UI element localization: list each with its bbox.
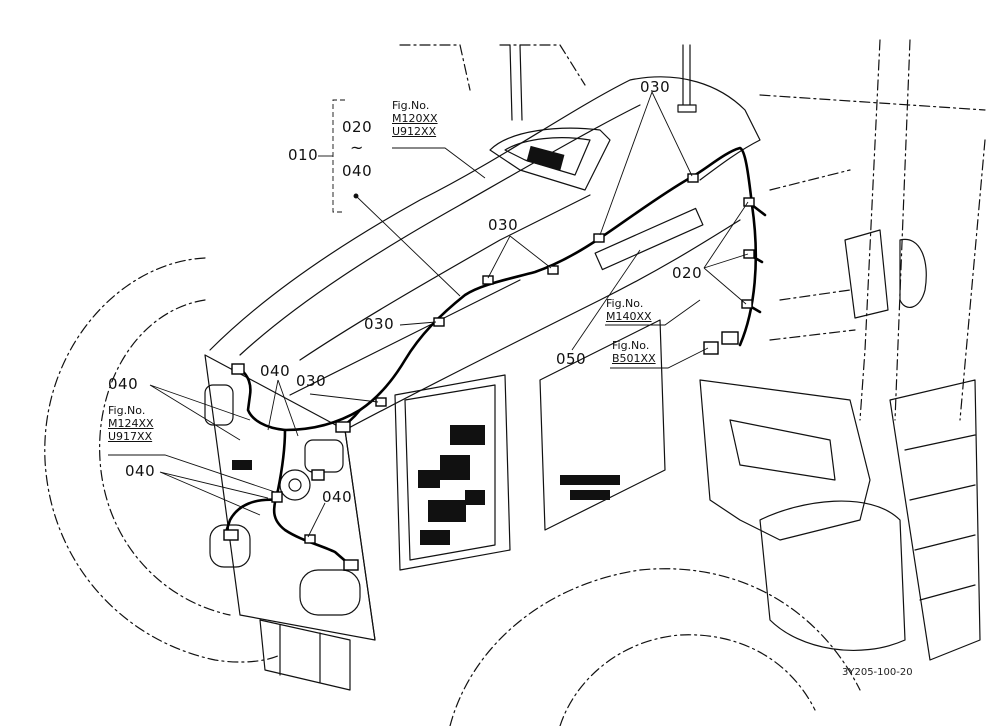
upper-headlight-right: [304, 439, 344, 473]
hood-top-edge: [239, 104, 641, 356]
part-050-label: 050: [556, 350, 587, 368]
connector-end-right-2: [703, 341, 719, 355]
wiring-harness-branch-1: [272, 428, 352, 567]
horn: [279, 469, 311, 501]
front-tire-outline: [44, 257, 281, 663]
fig-ref-left-label: Fig.No.: [108, 404, 146, 417]
part-030-low-label: 030: [296, 372, 327, 390]
connector-center: [271, 491, 283, 503]
connector-headlight-l: [231, 363, 245, 375]
leader-040-left: [149, 384, 251, 441]
hood-contour-1: [299, 194, 591, 361]
leader-040-low: [159, 471, 269, 516]
front-weight: [259, 619, 351, 691]
leader-030-low: [309, 393, 379, 403]
leader-040-mid: [267, 379, 299, 437]
hood-scoop-inner: [504, 137, 591, 176]
fig-ref-right2: Fig.No. B501XX: [612, 339, 656, 365]
range-start-label: 020: [342, 118, 373, 136]
part-030-top-label: 030: [640, 78, 671, 96]
leader-040-bottom: [307, 502, 326, 538]
lower-headlight-left: [209, 524, 251, 568]
leader-fig-right1: [605, 299, 701, 326]
side-panel-frame: [394, 374, 511, 571]
air-intake: [509, 44, 523, 121]
leader-030-top: [599, 91, 693, 236]
connector-right-3: [741, 299, 753, 309]
vent-plate: [594, 207, 704, 271]
cab-outline: [399, 39, 986, 421]
side-grille-pattern: [232, 145, 620, 545]
part-020-label: 020: [672, 264, 703, 282]
part-040-low-label: 040: [125, 462, 156, 480]
connector-top-rear: [687, 173, 699, 183]
cab-mirror: [844, 229, 927, 319]
hood-contour-2: [289, 279, 521, 396]
drawing-code: 3Y205-100-20: [842, 667, 913, 678]
fig-ref-left: Fig.No. M124XX U917XX: [108, 404, 154, 443]
side-panel-window: [404, 384, 496, 561]
connector-right-1: [743, 197, 755, 207]
connector-mid-1: [593, 233, 605, 243]
connector-headlight-r: [335, 421, 351, 433]
fig-ref-right2-code[interactable]: B501XX: [612, 352, 656, 365]
leader-fig-left: [108, 454, 276, 493]
connector-horn: [311, 469, 325, 481]
steps: [889, 379, 981, 661]
fuel-tank: [759, 500, 906, 651]
leader-030-left: [399, 321, 437, 326]
connector-low-right: [343, 559, 359, 571]
connector-low-left: [223, 529, 239, 541]
range-end-label: 040: [342, 162, 373, 180]
part-010-label: 010: [288, 146, 319, 164]
upper-headlight-left: [204, 384, 234, 426]
hood-scoop: [489, 127, 611, 191]
leader-050: [571, 249, 641, 351]
fig-ref-top-code-1[interactable]: M120XX: [392, 112, 438, 125]
bracket-010: [332, 99, 345, 213]
fig-ref-right2-label: Fig.No.: [612, 339, 650, 352]
front-tire-inner: [99, 299, 231, 616]
connector-right-2: [743, 249, 755, 259]
part-040-mid-label: 040: [260, 362, 291, 380]
part-040-left-label: 040: [108, 375, 139, 393]
connector-mid-2: [547, 265, 559, 275]
part-030-left-label: 030: [364, 315, 395, 333]
leader-010-wire: [355, 195, 461, 297]
part-040-bottom-label: 040: [322, 488, 353, 506]
leader-fig-top: [392, 147, 486, 179]
part-030-mid-label: 030: [488, 216, 519, 234]
connector-lower-center: [304, 534, 316, 544]
leader-fig-right2: [610, 347, 709, 369]
lower-headlight-right: [299, 569, 361, 616]
fig-ref-right1-label: Fig.No.: [606, 297, 644, 310]
fig-ref-left-code-2[interactable]: U917XX: [108, 430, 153, 443]
battery-box: [729, 419, 836, 481]
connector-mid-3: [482, 275, 494, 285]
fig-ref-top: Fig.No. M120XX U912XX: [392, 99, 438, 138]
side-panel-right: [539, 319, 666, 531]
rear-wheel-inner: [559, 634, 816, 726]
hood-side-edge: [344, 219, 741, 641]
hood-outline: [209, 76, 761, 351]
horn-inner: [288, 478, 302, 492]
wiring-harness-branch-2: [223, 498, 280, 537]
exhaust-pipe: [677, 44, 697, 113]
range-tilde-label: ~: [350, 138, 364, 157]
fig-ref-right1-code[interactable]: M140XX: [606, 310, 652, 323]
leader-020: [703, 201, 749, 305]
connector-end-right: [721, 331, 739, 345]
fig-ref-top-code-2[interactable]: U912XX: [392, 125, 437, 138]
fig-ref-top-label: Fig.No.: [392, 99, 430, 112]
leader-030-mid: [487, 235, 552, 279]
cab-window-lines: [769, 169, 856, 341]
fig-ref-left-code-1[interactable]: M124XX: [108, 417, 154, 430]
frame-rail: [699, 379, 871, 541]
rear-wheel-outline: [449, 568, 861, 726]
fig-ref-right1: Fig.No. M140XX: [606, 297, 652, 323]
